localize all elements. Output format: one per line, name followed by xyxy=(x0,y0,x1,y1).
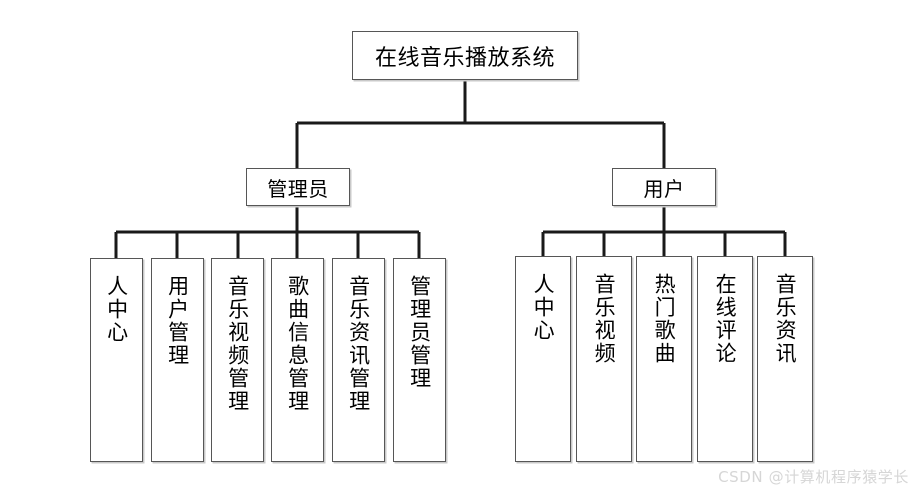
node-label: 歌曲信息管理 xyxy=(285,275,310,413)
node-admin-leaf-2[interactable]: 用户管理 xyxy=(151,258,204,462)
csdn-watermark: CSDN @计算机程序猿学长 xyxy=(718,468,909,486)
node-label: 音乐资讯 xyxy=(773,273,798,365)
node-user-leaf-1[interactable]: 人中心 xyxy=(515,256,571,462)
node-admin-leaf-5[interactable]: 音乐资讯管理 xyxy=(332,258,385,462)
node-admin-leaf-6[interactable]: 管理员管理 xyxy=(393,258,446,462)
node-label: 在线音乐播放系统 xyxy=(374,45,555,71)
node-user-leaf-4[interactable]: 在线评论 xyxy=(697,256,753,462)
node-label: 音乐视频 xyxy=(592,273,617,365)
node-branch-admin[interactable]: 管理员 xyxy=(246,168,350,206)
node-label: 管理员 xyxy=(267,176,329,201)
node-user-leaf-2[interactable]: 音乐视频 xyxy=(576,256,632,462)
node-label: 管理员管理 xyxy=(407,275,432,390)
node-label: 音乐视频管理 xyxy=(225,275,250,413)
node-admin-leaf-1[interactable]: 人中心 xyxy=(90,258,143,462)
node-admin-leaf-3[interactable]: 音乐视频管理 xyxy=(211,258,264,462)
node-label: 人中心 xyxy=(531,273,556,342)
node-branch-user[interactable]: 用户 xyxy=(612,168,716,206)
node-label: 音乐资讯管理 xyxy=(346,275,371,413)
node-label: 用户管理 xyxy=(165,275,190,367)
node-admin-leaf-4[interactable]: 歌曲信息管理 xyxy=(271,258,324,462)
node-user-leaf-5[interactable]: 音乐资讯 xyxy=(757,256,813,462)
node-system-root[interactable]: 在线音乐播放系统 xyxy=(352,31,578,80)
node-label: 热门歌曲 xyxy=(652,273,677,365)
node-user-leaf-3[interactable]: 热门歌曲 xyxy=(636,256,692,462)
node-label: 在线评论 xyxy=(713,273,738,365)
node-label: 人中心 xyxy=(104,275,129,344)
node-label: 用户 xyxy=(643,176,685,201)
